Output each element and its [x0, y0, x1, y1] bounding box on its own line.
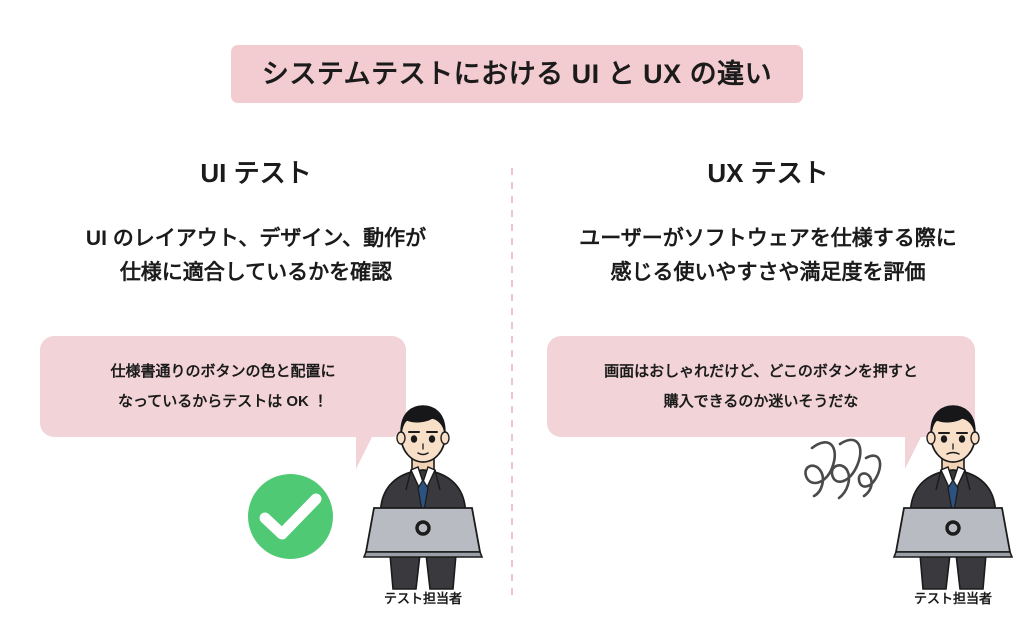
speech-bubble-ux: 画面はおしゃれだけど、どこのボタンを押すと 購入できるのか迷いそうだな	[547, 336, 975, 437]
bubble-line: 仕様書通りのボタンの色と配置に	[110, 363, 336, 381]
column-ux-test: UX テスト ユーザーがソフトウェアを仕様する際に 感じる使いやすさや満足度を評…	[512, 0, 1024, 637]
person-caption-ui: テスト担当者	[383, 591, 462, 606]
description-line: ユーザーがソフトウェアを仕様する際に	[579, 227, 957, 250]
person-caption-ux: テスト担当者	[913, 591, 992, 606]
bubble-line: 購入できるのか迷いそうだな	[663, 392, 859, 410]
check-circle-icon	[248, 474, 333, 559]
column-description-ui: UI のレイアウト、デザイン、動作が 仕様に適合しているかを確認	[0, 222, 512, 290]
description-line: 仕様に適合しているかを確認	[119, 261, 393, 285]
column-heading-ux: UX テスト	[707, 158, 829, 188]
person-illustration-ux	[878, 404, 1024, 594]
column-description-ux: ユーザーがソフトウェアを仕様する際に 感じる使いやすさや満足度を評価	[512, 222, 1024, 290]
person-illustration-ui	[348, 404, 498, 594]
title-banner: システムテストにおける UI と UX の違い	[231, 45, 803, 103]
confusion-squiggles-icon	[800, 432, 900, 512]
description-line: UI のレイアウト、デザイン、動作が	[85, 227, 427, 250]
speech-bubble-ui: 仕様書通りのボタンの色と配置に なっているからテストは OK ！	[40, 336, 406, 437]
speech-bubble-tail-ux	[905, 435, 922, 469]
speech-bubble-tail-ui	[356, 435, 373, 469]
bubble-line: 画面はおしゃれだけど、どこのボタンを押すと	[604, 363, 918, 381]
description-line: 感じる使いやすさや満足度を評価	[610, 261, 926, 285]
column-ui-test: UI テスト UI のレイアウト、デザイン、動作が 仕様に適合しているかを確認	[0, 158, 512, 290]
page-title: システムテストにおける UI と UX の違い	[261, 58, 773, 89]
column-divider	[511, 168, 513, 600]
column-heading-ui: UI テスト	[200, 158, 312, 188]
bubble-line: なっているからテストは OK ！	[117, 392, 329, 410]
